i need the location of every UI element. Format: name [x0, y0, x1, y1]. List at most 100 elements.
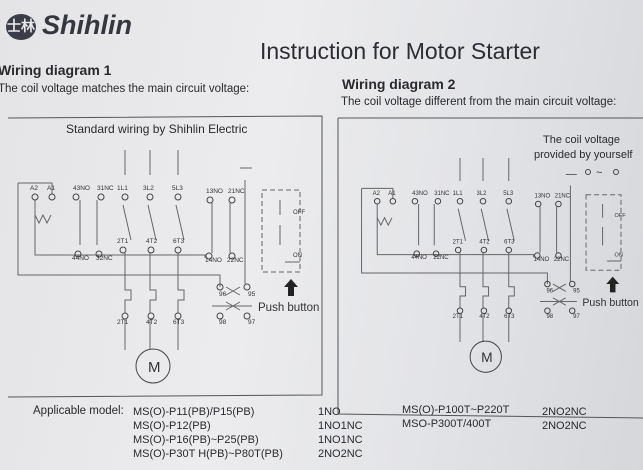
supply-terminal-icon [585, 169, 591, 175]
terminal-label: 44NO [411, 255, 427, 261]
terminal-3-icon [97, 193, 105, 201]
up-arrow-icon [606, 276, 620, 293]
terminal-12-icon [74, 250, 82, 258]
diagram1-caption: Standard wiring by Shihlin Electric [66, 122, 248, 136]
on-label: ON [293, 253, 302, 259]
terminal-14-icon [205, 252, 213, 260]
terminal-label: 98 [219, 319, 227, 326]
motor-label: M [148, 359, 161, 376]
terminal-label: 97 [248, 319, 256, 326]
up-arrow-icon [284, 279, 298, 296]
shihlin-logo-icon: 士林 [6, 14, 36, 40]
wire [457, 158, 467, 342]
terminal-label: 6T3 [173, 238, 185, 245]
terminal-8-icon [228, 196, 236, 204]
terminal-label: 6T3 [173, 319, 185, 326]
wire [602, 204, 621, 262]
wire [376, 204, 535, 258]
wire [539, 206, 558, 253]
terminal-9-icon [119, 246, 127, 254]
brand-name: Shihlin [42, 10, 132, 40]
terminal-label: 22NC [554, 257, 570, 263]
contact-type: 1NO [318, 406, 341, 418]
terminal-label: A1 [388, 191, 396, 197]
diagram2-subtitle: The coil voltage different from the main… [341, 96, 617, 108]
terminal-16-icon [216, 283, 224, 291]
wire [212, 286, 252, 311]
terminal-4-icon [121, 193, 129, 201]
terminal-5-icon [479, 197, 487, 205]
terminal-1-icon [48, 193, 56, 201]
diagram1-heading: Wiring diagram 1 [0, 62, 112, 78]
diagram2-heading: Wiring diagram 2 [342, 76, 456, 92]
terminal-label: 4T2 [479, 314, 490, 320]
terminal-10-icon [147, 246, 155, 254]
terminal-5-icon [146, 193, 154, 201]
terminal-0-icon [373, 197, 381, 205]
terminal-label: 31NC [97, 185, 114, 192]
terminal-2-icon [72, 193, 80, 201]
contact-type: 2NO2NC [542, 406, 587, 418]
terminal-label: 95 [248, 291, 256, 298]
terminal-label: 4T2 [479, 240, 490, 246]
terminal-2-icon [411, 197, 419, 205]
push-button-box [585, 194, 622, 271]
terminal-label: 14NO [205, 257, 222, 264]
terminal-label: 32NC [96, 255, 113, 262]
model-name: MS(O)-P16(PB)~P25(PB) [133, 434, 259, 446]
terminal-14-icon [534, 252, 541, 259]
diagram1-subtitle: The coil voltage matches the main circui… [0, 83, 250, 95]
terminal-label: 43NO [412, 191, 428, 197]
terminal-label: 96 [546, 288, 553, 294]
terminal-label: 21NC [228, 188, 245, 195]
push-button-label: Push button [582, 297, 639, 309]
applicable-model-label: Applicable model: [33, 405, 124, 417]
motor-icon [469, 340, 502, 373]
terminal-3-icon [434, 197, 442, 205]
contact-type: 2NO2NC [542, 420, 587, 432]
terminal-label: 13NO [206, 188, 223, 195]
terminal-11-icon [505, 246, 513, 254]
wire [147, 150, 157, 350]
terminal-12-icon [413, 250, 421, 257]
wire [480, 158, 490, 342]
wire [376, 216, 393, 227]
terminal-label: 96 [219, 291, 227, 298]
terminal-label: 4T2 [146, 319, 158, 326]
terminal-label: 3L2 [477, 191, 488, 197]
terminal-label: 2T1 [117, 319, 129, 326]
terminal-label: 6T3 [504, 314, 515, 320]
contacts-right-list: 2NO2NC 2NO2NC [542, 405, 587, 433]
terminal-label: 98 [546, 314, 553, 320]
terminal-1-icon [389, 197, 397, 205]
diagram2-frame [337, 117, 643, 419]
terminal-0-icon [31, 193, 39, 201]
push-button-box [261, 189, 301, 273]
terminal-17-icon [568, 280, 576, 288]
terminal-label: 22NC [227, 257, 244, 264]
model-name: MS(O)-P100T~P220T [402, 404, 510, 416]
wire [279, 200, 300, 263]
terminal-19-icon [568, 307, 576, 314]
on-label: ON [615, 252, 623, 258]
coil-note-line2: provided by yourself [534, 149, 633, 161]
coil-note-line1: The coil voltage [543, 134, 621, 146]
motor-label: M [481, 350, 493, 365]
terminal-21-icon [480, 307, 488, 314]
terminal-label: 95 [573, 288, 580, 294]
model-name: MS(O)-P11(PB)/P15(PB) [133, 406, 255, 418]
wire [361, 187, 394, 199]
wire [211, 203, 231, 253]
models-left-list: MS(O)-P11(PB)/P15(PB) MS(O)-P12(PB) MS(O… [133, 405, 283, 461]
motor-icon [135, 348, 171, 384]
terminal-15-icon [228, 252, 236, 260]
wire [17, 183, 221, 287]
push-button-label: Push button [258, 302, 319, 314]
terminal-8-icon [555, 200, 562, 208]
terminal-7-icon [206, 196, 214, 204]
terminal-label: 21NC [555, 194, 571, 200]
terminal-6-icon [174, 193, 182, 201]
terminal-13-icon [95, 250, 103, 258]
terminal-label: 31NC [434, 191, 450, 197]
off-label: OFF [615, 213, 627, 219]
